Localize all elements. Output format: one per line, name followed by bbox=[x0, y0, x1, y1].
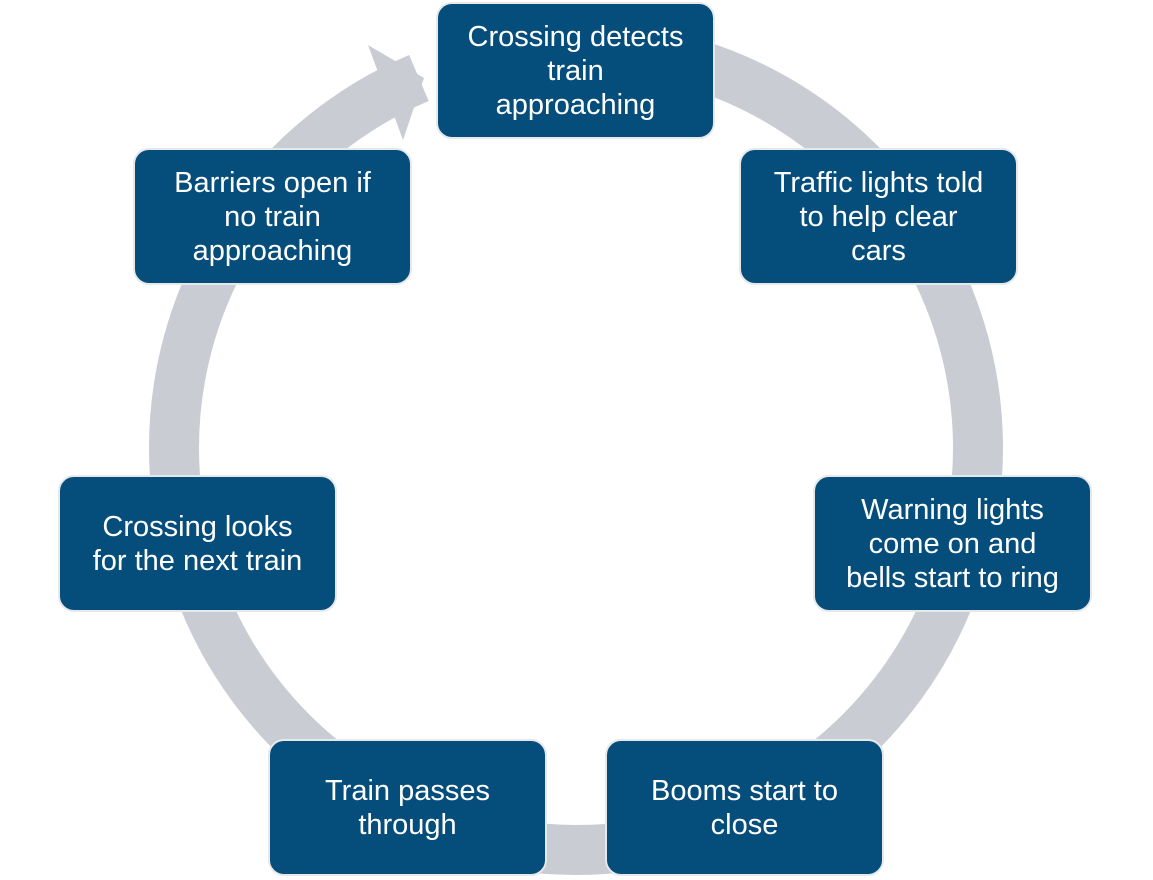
step-booms-close: Booms start to close bbox=[605, 739, 884, 876]
step-label: Crossing detects train approaching bbox=[467, 20, 684, 121]
step-warning-lights: Warning lights come on and bells start t… bbox=[813, 475, 1092, 612]
step-crossing-looks: Crossing looks for the next train bbox=[58, 475, 337, 612]
step-train-passes: Train passes through bbox=[268, 739, 547, 876]
step-barriers-open: Barriers open if no train approaching bbox=[133, 148, 412, 285]
step-label: Booms start to close bbox=[651, 774, 838, 841]
step-label: Traffic lights told to help clear cars bbox=[773, 166, 984, 267]
step-label: Barriers open if no train approaching bbox=[174, 166, 371, 267]
step-label: Crossing looks for the next train bbox=[92, 510, 303, 577]
step-crossing-detects-train: Crossing detects train approaching bbox=[436, 2, 715, 139]
step-label: Warning lights come on and bells start t… bbox=[846, 493, 1059, 594]
step-traffic-lights: Traffic lights told to help clear cars bbox=[739, 148, 1018, 285]
step-label: Train passes through bbox=[325, 774, 490, 841]
cycle-arrowhead-icon bbox=[368, 45, 424, 140]
